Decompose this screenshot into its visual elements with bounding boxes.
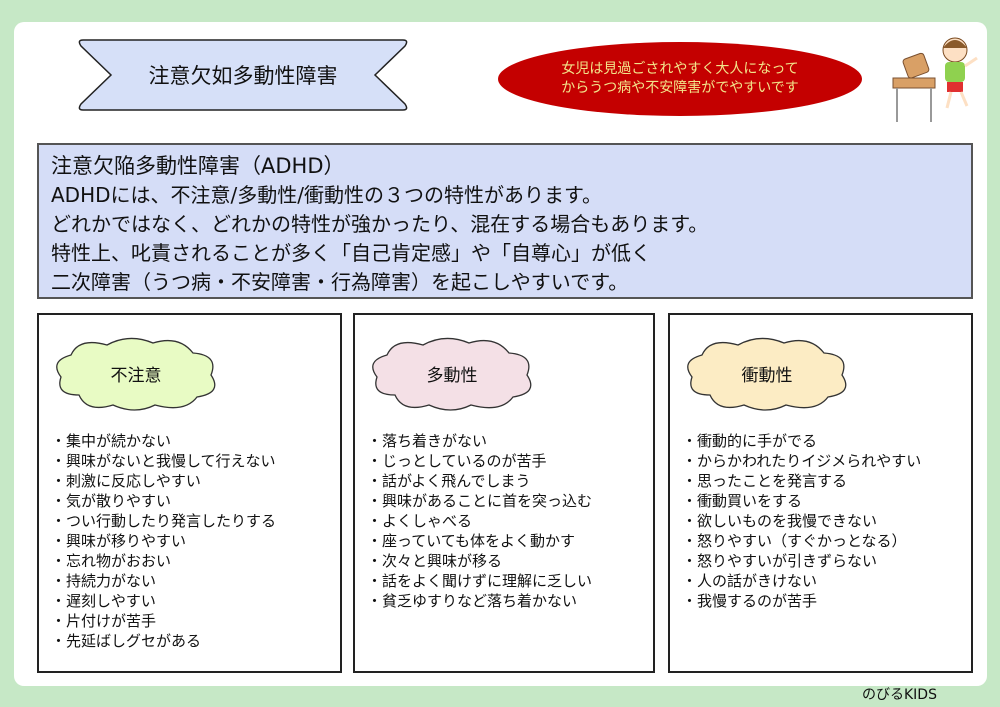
column-inattention: 不注意・集中が続かない・興味がないと我慢して行えない・刺激に反応しやすい・気が散…: [37, 313, 342, 673]
trait-item: ・貧乏ゆすりなど落ち着かない: [367, 592, 578, 610]
trait-list: ・集中が続かない・興味がないと我慢して行えない・刺激に反応しやすい・気が散りやす…: [51, 431, 276, 651]
cloud-heading: 衝動性: [680, 333, 854, 413]
trait-item: ・片付けが苦手: [51, 612, 157, 630]
callout-line: 女児は見過ごされやすく大人になって: [561, 61, 799, 77]
cloud-heading: 多動性: [365, 333, 539, 413]
trait-item: ・我慢するのが苦手: [682, 592, 818, 610]
trait-item: ・興味が移りやすい: [51, 532, 187, 550]
info-line: ADHDには、不注意/多動性/衝動性の３つの特性があります。: [51, 183, 602, 207]
trait-list: ・衝動的に手がでる・からかわれたりイジメられやすい・思ったことを発言する・衝動買…: [682, 431, 921, 611]
girl-desk-illustration: [892, 37, 978, 122]
info-line: どれかではなく、どれかの特性が強かったり、混在する場合もあります。: [51, 212, 709, 236]
trait-item: ・人の話がきけない: [682, 572, 818, 590]
column-title: 多動性: [426, 366, 478, 386]
trait-item: ・よくしゃべる: [367, 512, 473, 530]
footer-brand: のびるKIDS: [862, 687, 937, 703]
column-impulsivity: 衝動性・衝動的に手がでる・からかわれたりイジメられやすい・思ったことを発言する・…: [668, 313, 973, 673]
trait-item: ・刺激に反応しやすい: [51, 472, 201, 490]
trait-item: ・からかわれたりイジメられやすい: [682, 452, 922, 470]
trait-item: ・話がよく飛んでしまう: [367, 472, 531, 490]
trait-item: ・先延ばしグセがある: [51, 632, 202, 650]
column-title: 不注意: [110, 366, 162, 386]
trait-item: ・話をよく聞けずに理解に乏しい: [367, 572, 593, 590]
trait-item: ・座っていても体をよく動かす: [367, 532, 576, 550]
trait-list: ・落ち着きがない・じっとしているのが苦手・話がよく飛んでしまう・興味があることに…: [367, 431, 592, 611]
trait-item: ・忘れ物がおおい: [51, 552, 172, 570]
trait-item: ・思ったことを発言する: [682, 472, 848, 490]
trait-item: ・衝動買いをする: [682, 492, 803, 510]
trait-item: ・興味があることに首を突っ込む: [367, 492, 593, 510]
callout-ellipse: 女児は見過ごされやすく大人になって からうつ病や不安障害がでやすいです: [498, 42, 862, 116]
info-title: 注意欠陥多動性障害（ADHD）: [51, 154, 345, 178]
trait-item: ・気が散りやすい: [51, 492, 172, 510]
trait-item: ・つい行動したり発言したりする: [51, 512, 277, 530]
trait-item: ・興味がないと我慢して行えない: [51, 452, 276, 470]
banner-title: 注意欠如多動性障害: [148, 64, 338, 88]
title-banner: 注意欠如多動性障害: [75, 38, 411, 112]
trait-item: ・次々と興味が移る: [367, 552, 503, 570]
trait-item: ・じっとしているのが苦手: [367, 452, 547, 470]
info-line: 特性上、叱責されることが多く「自己肯定感」や「自尊心」が低く: [51, 241, 651, 265]
cloud-heading: 不注意: [49, 333, 223, 413]
trait-item: ・欲しいものを我慢できない: [682, 512, 878, 530]
trait-item: ・遅刻しやすい: [51, 592, 156, 610]
trait-item: ・集中が続かない: [51, 432, 172, 450]
trait-item: ・持続力がない: [51, 572, 157, 590]
trait-item: ・怒りやすい（すぐかっとなる）: [682, 532, 907, 550]
info-line: 二次障害（うつ病・不安障害・行為障害）を起こしやすいです。: [51, 270, 629, 294]
trait-item: ・怒りやすいが引きずらない: [682, 552, 878, 570]
callout-line: からうつ病や不安障害がでやすいです: [561, 80, 799, 96]
trait-item: ・落ち着きがない: [367, 432, 488, 450]
trait-item: ・衝動的に手がでる: [682, 432, 818, 450]
column-title: 衝動性: [741, 366, 793, 386]
adhd-info-box: 注意欠陥多動性障害（ADHD） ADHDには、不注意/多動性/衝動性の３つの特性…: [37, 143, 973, 299]
column-hyperactivity: 多動性・落ち着きがない・じっとしているのが苦手・話がよく飛んでしまう・興味がある…: [353, 313, 655, 673]
